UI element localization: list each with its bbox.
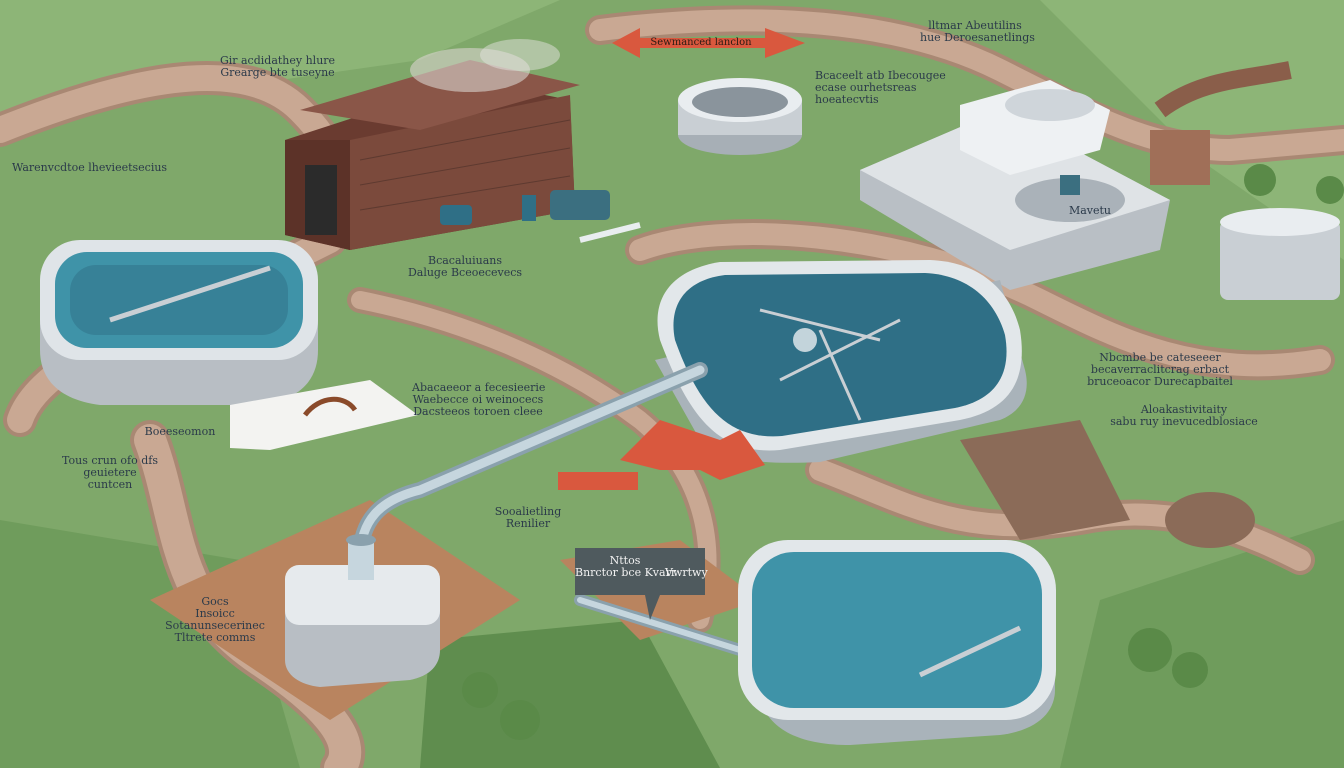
label-line: Vwrtwy: [665, 566, 708, 579]
diagram-sign: [230, 380, 418, 450]
label-line: ecase ourhetsreas: [815, 81, 917, 94]
label-line: Dacsteeos toroen cleee: [413, 405, 543, 418]
label-line: geuietere: [83, 466, 137, 479]
label-sign-tail: Vwrtwy: [665, 566, 708, 579]
side-tank: [1220, 208, 1340, 300]
label-line: Bcaceelt atb Ibecougee: [815, 69, 946, 82]
bottom-basin: [738, 540, 1056, 745]
label-line: Mavetu: [1068, 204, 1112, 217]
label-line: cuntcen: [87, 478, 133, 491]
treatment-facility: [860, 61, 1292, 290]
label-line: Daluge Bceoecevecs: [407, 266, 523, 279]
label-line: Bcacaluiuans: [427, 254, 502, 267]
label-top-left: Gir acdidathey hlure Grearge bte tuseyne: [215, 55, 340, 79]
label-top-arrow-text: Sewmanced lanclon: [650, 37, 752, 48]
label-line: Renilier: [505, 517, 551, 530]
label-center: Abacaeeor a fecesieerie Waebecce oi wein…: [412, 381, 546, 418]
label-right-mid-2: Aloakastivitaity sabu ruy inevucedblosia…: [1110, 404, 1258, 428]
label-line: bruceoacor Durecapbaitel: [1087, 375, 1233, 388]
grass-patch: [420, 620, 720, 768]
label-bottom-left: Gocs Insoicc Sotanunsecerinec Tltrete co…: [165, 596, 265, 644]
label-line: Waebecce oi weinocecs: [412, 393, 544, 406]
label-top-arrow: Sewmanced lanclon: [640, 37, 762, 49]
signboard: [575, 548, 705, 620]
center-basin: [655, 260, 1027, 463]
label-line: hoeatecvtis: [815, 93, 879, 106]
label-line: Abacaeeor a fecesieerie: [412, 381, 546, 394]
label-line: sabu ruy inevucedblosiace: [1110, 415, 1258, 428]
red-arrow-bar: [558, 472, 638, 490]
label-line: becaverraclitcrag erbact: [1090, 363, 1230, 376]
bushes: [462, 164, 1344, 740]
label-line: Insoicc: [195, 607, 235, 620]
red-arrow: [620, 420, 765, 480]
round-tank: [678, 78, 802, 155]
label-line: Gir acdidathey hlure: [219, 54, 336, 67]
label-line: Grearge bte tuseyne: [220, 66, 335, 79]
label-sign: Nttos Bnrctor bce Kvarr: [575, 554, 677, 579]
pump-unit: [440, 190, 641, 243]
label-left-far: Warenvcdtoe lhevieetsecius: [12, 161, 168, 174]
label-line: Aloakastivitaity: [1140, 403, 1228, 416]
ditch: [960, 420, 1255, 548]
label-line: lltmar Abeutilins: [928, 19, 1022, 32]
label-line: Gocs: [201, 595, 229, 608]
label-line: Tltrete comms: [174, 631, 256, 644]
grass-patch: [1060, 520, 1344, 768]
label-line: Nbcmbe be cateseeer: [1099, 351, 1221, 364]
label-center-lower: Sooalietling Renilier: [488, 506, 568, 530]
label-line: Bnrctor bce Kvarr: [575, 566, 677, 579]
label-line: Boeeseomon: [144, 425, 216, 438]
label-line: Sotanunsecerinec: [165, 619, 265, 632]
label-line: Sooalietling: [494, 505, 562, 518]
label-left-lower: Tous crun ofo dfs geuietere cuntcen: [60, 455, 160, 491]
label-right-mid-1: Nbcmbe be cateseeer becaverraclitcrag er…: [1085, 352, 1235, 388]
label-line: Warenvcdtoe lhevieetsecius: [12, 161, 168, 174]
left-basin: [40, 240, 318, 405]
brick-building: [285, 39, 580, 250]
label-line: Nttos: [609, 554, 641, 567]
label-line: Tous crun ofo dfs: [62, 454, 158, 467]
top-arrow: [612, 28, 805, 58]
label-pump-building: Bcacaluiuans Daluge Bceoecevecs: [405, 255, 525, 279]
label-left-pipe: Boeeseomon: [140, 426, 220, 438]
label-line: hue Deroesanetlings: [920, 31, 1035, 44]
pump-box: [285, 534, 440, 687]
label-mid-top: Bcaceelt atb Ibecougee ecase ourhetsreas…: [815, 69, 946, 106]
label-top-right: lltmar Abeutilins hue Deroesanetlings: [920, 19, 1035, 44]
label-right-tank: Mavetu: [1060, 205, 1120, 217]
